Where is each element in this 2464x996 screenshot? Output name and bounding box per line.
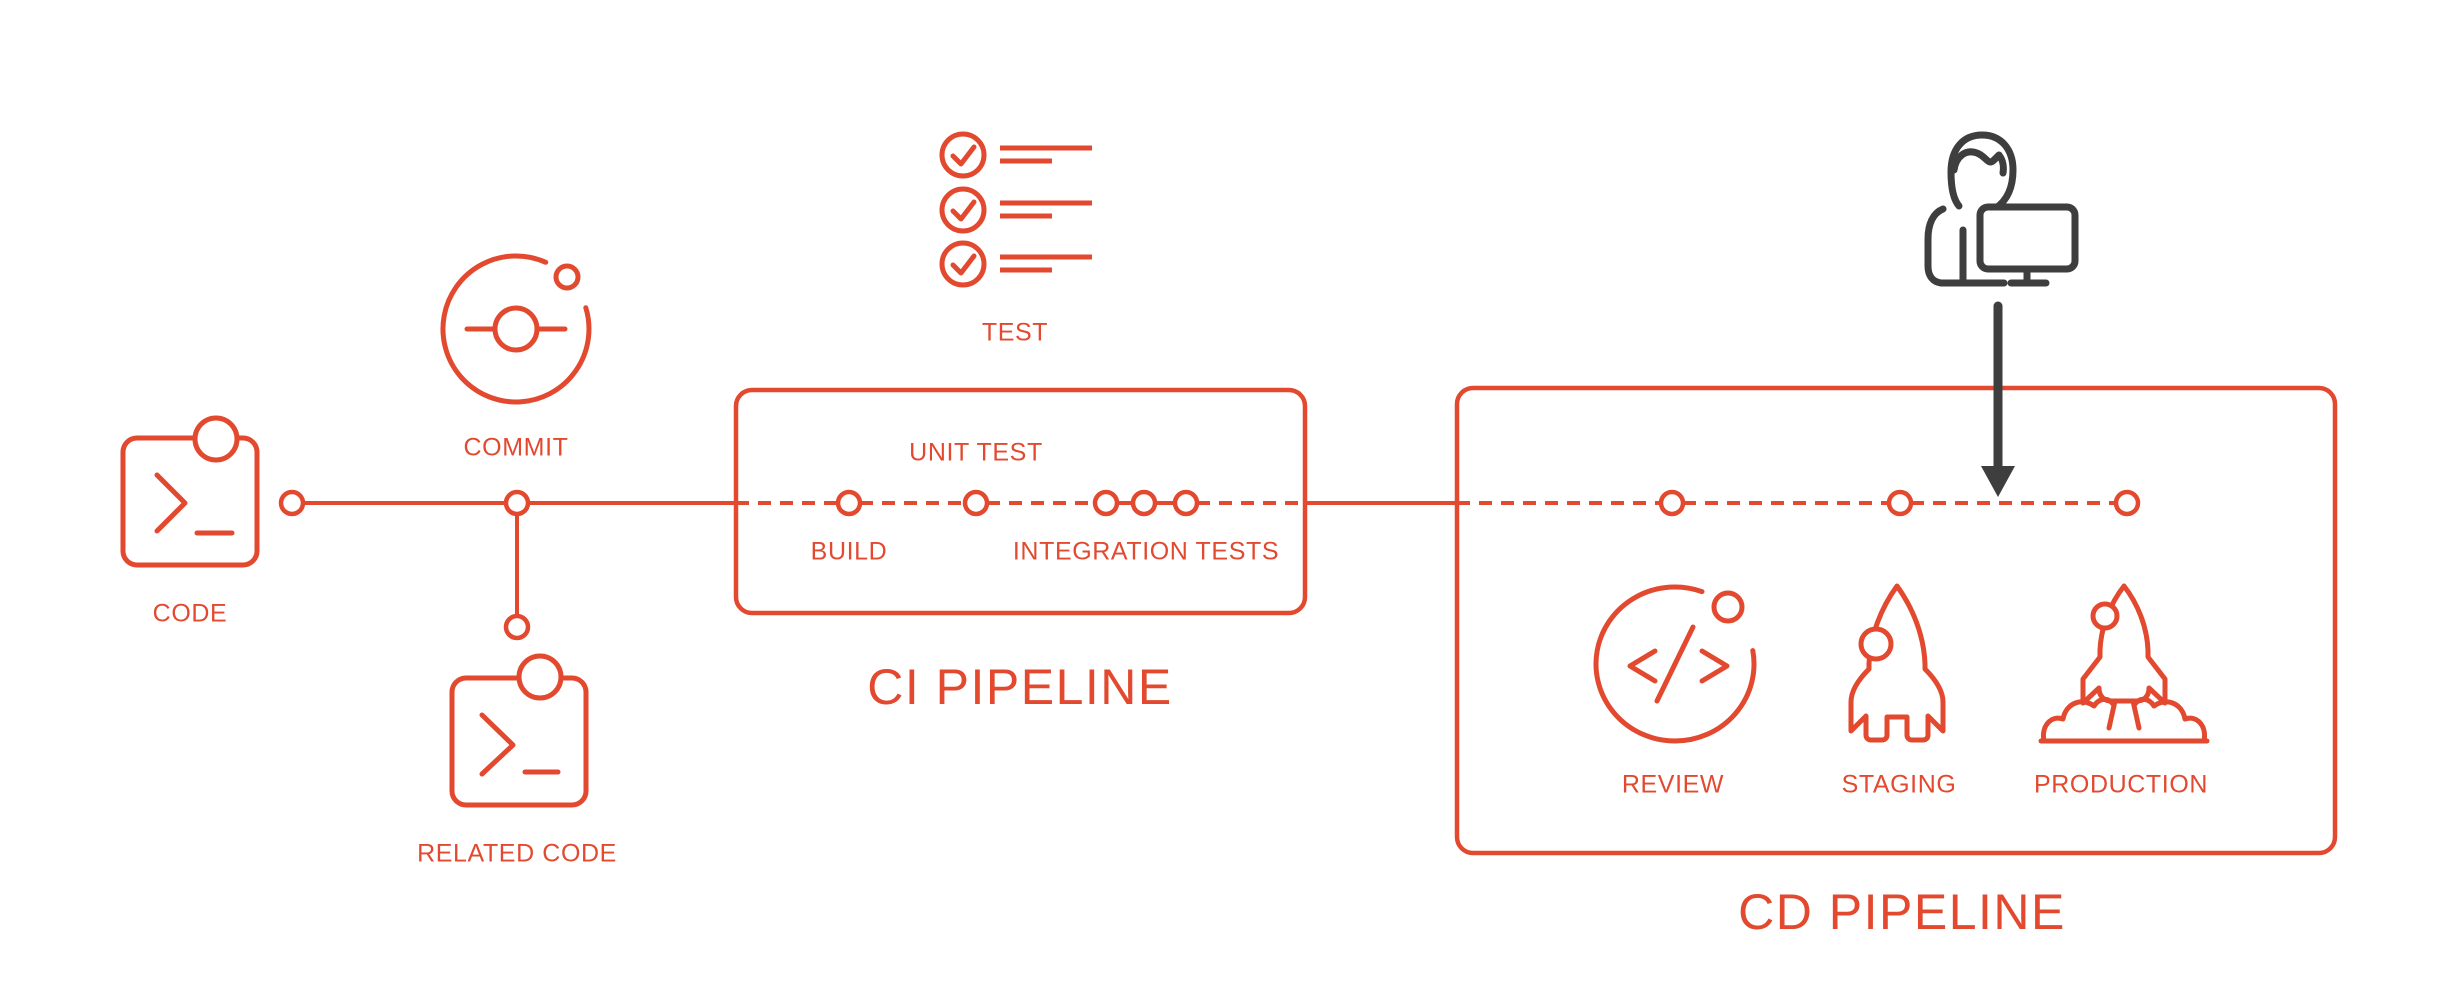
rocket-icon bbox=[1848, 583, 1946, 743]
checklist-icon bbox=[939, 131, 1092, 288]
launch-clouds bbox=[2040, 696, 2208, 744]
integration-node-2 bbox=[1130, 489, 1158, 517]
integration-tests-label: INTEGRATION TESTS bbox=[1012, 537, 1280, 566]
rocket-window bbox=[1858, 626, 1894, 662]
check-circle-3 bbox=[939, 240, 987, 288]
cd-pipeline-box bbox=[1454, 385, 2338, 856]
unit-test-label: UNIT TEST bbox=[909, 438, 1043, 467]
commit-label: COMMIT bbox=[463, 433, 569, 462]
rocket-body bbox=[1848, 583, 1946, 743]
code-tag-left bbox=[1627, 648, 1658, 684]
hair bbox=[1950, 148, 2007, 177]
review-orbit-arc bbox=[1593, 584, 1757, 744]
terminal-code-icon bbox=[449, 653, 589, 808]
code-tag-slash bbox=[1654, 624, 1696, 704]
prompt-chevron bbox=[479, 712, 516, 777]
ci-pipeline-title: CI PIPELINE bbox=[867, 659, 1173, 715]
code-label: CODE bbox=[152, 599, 228, 628]
checkmark-3 bbox=[950, 253, 977, 276]
unit-test-node bbox=[962, 489, 990, 517]
check-lines-2 bbox=[1000, 200, 1092, 219]
arrow-head bbox=[1981, 466, 2015, 497]
torso bbox=[1924, 205, 2008, 287]
monitor-stand bbox=[2007, 265, 2050, 287]
test-label: TEST bbox=[981, 318, 1049, 347]
pipeline-line bbox=[303, 501, 1457, 616]
orbit-arc bbox=[440, 253, 592, 405]
satellite-circle bbox=[553, 263, 581, 291]
commit-node bbox=[503, 489, 531, 517]
related-code-label: RELATED CODE bbox=[417, 839, 617, 868]
commit-orbit-icon bbox=[440, 253, 592, 405]
build-label: BUILD bbox=[810, 537, 888, 566]
head-outline bbox=[1947, 131, 2017, 212]
prompt-chevron bbox=[154, 472, 188, 534]
build-node bbox=[835, 489, 863, 517]
terminal-code-icon bbox=[120, 415, 260, 568]
check-lines-1 bbox=[1000, 145, 1092, 164]
production-node bbox=[2113, 489, 2141, 517]
monitor bbox=[1976, 203, 2079, 273]
check-circle-2 bbox=[939, 186, 987, 234]
integration-node-1 bbox=[1092, 489, 1120, 517]
checkmark-2 bbox=[950, 199, 977, 222]
branch-end-node bbox=[503, 613, 531, 641]
commit-center-node bbox=[492, 305, 540, 353]
cd-pipeline-title: CD PIPELINE bbox=[1738, 884, 2066, 940]
down-arrow-icon bbox=[1981, 301, 2015, 497]
pin-circle bbox=[516, 653, 564, 701]
pin-circle bbox=[192, 415, 240, 463]
review-label: REVIEW bbox=[1621, 770, 1725, 799]
ci-pipeline-box bbox=[733, 387, 1308, 616]
developer-at-computer-icon bbox=[1924, 131, 2079, 287]
rocket-launch-icon bbox=[2038, 583, 2210, 744]
code-review-icon bbox=[1593, 584, 1757, 744]
staging-label: STAGING bbox=[1841, 770, 1957, 799]
integration-node-3 bbox=[1172, 489, 1200, 517]
check-lines-3 bbox=[1000, 254, 1092, 273]
review-node bbox=[1658, 489, 1686, 517]
rocket-window bbox=[2090, 601, 2120, 631]
rocket-body bbox=[2080, 583, 2168, 706]
staging-node bbox=[1886, 489, 1914, 517]
start-node bbox=[278, 489, 306, 517]
production-label: PRODUCTION bbox=[2033, 770, 2209, 799]
check-circle-1 bbox=[939, 131, 987, 179]
code-tag-right bbox=[1699, 648, 1730, 684]
checkmark-1 bbox=[950, 144, 977, 167]
satellite-circle bbox=[1711, 590, 1745, 624]
cd-box-border bbox=[1454, 385, 2338, 856]
